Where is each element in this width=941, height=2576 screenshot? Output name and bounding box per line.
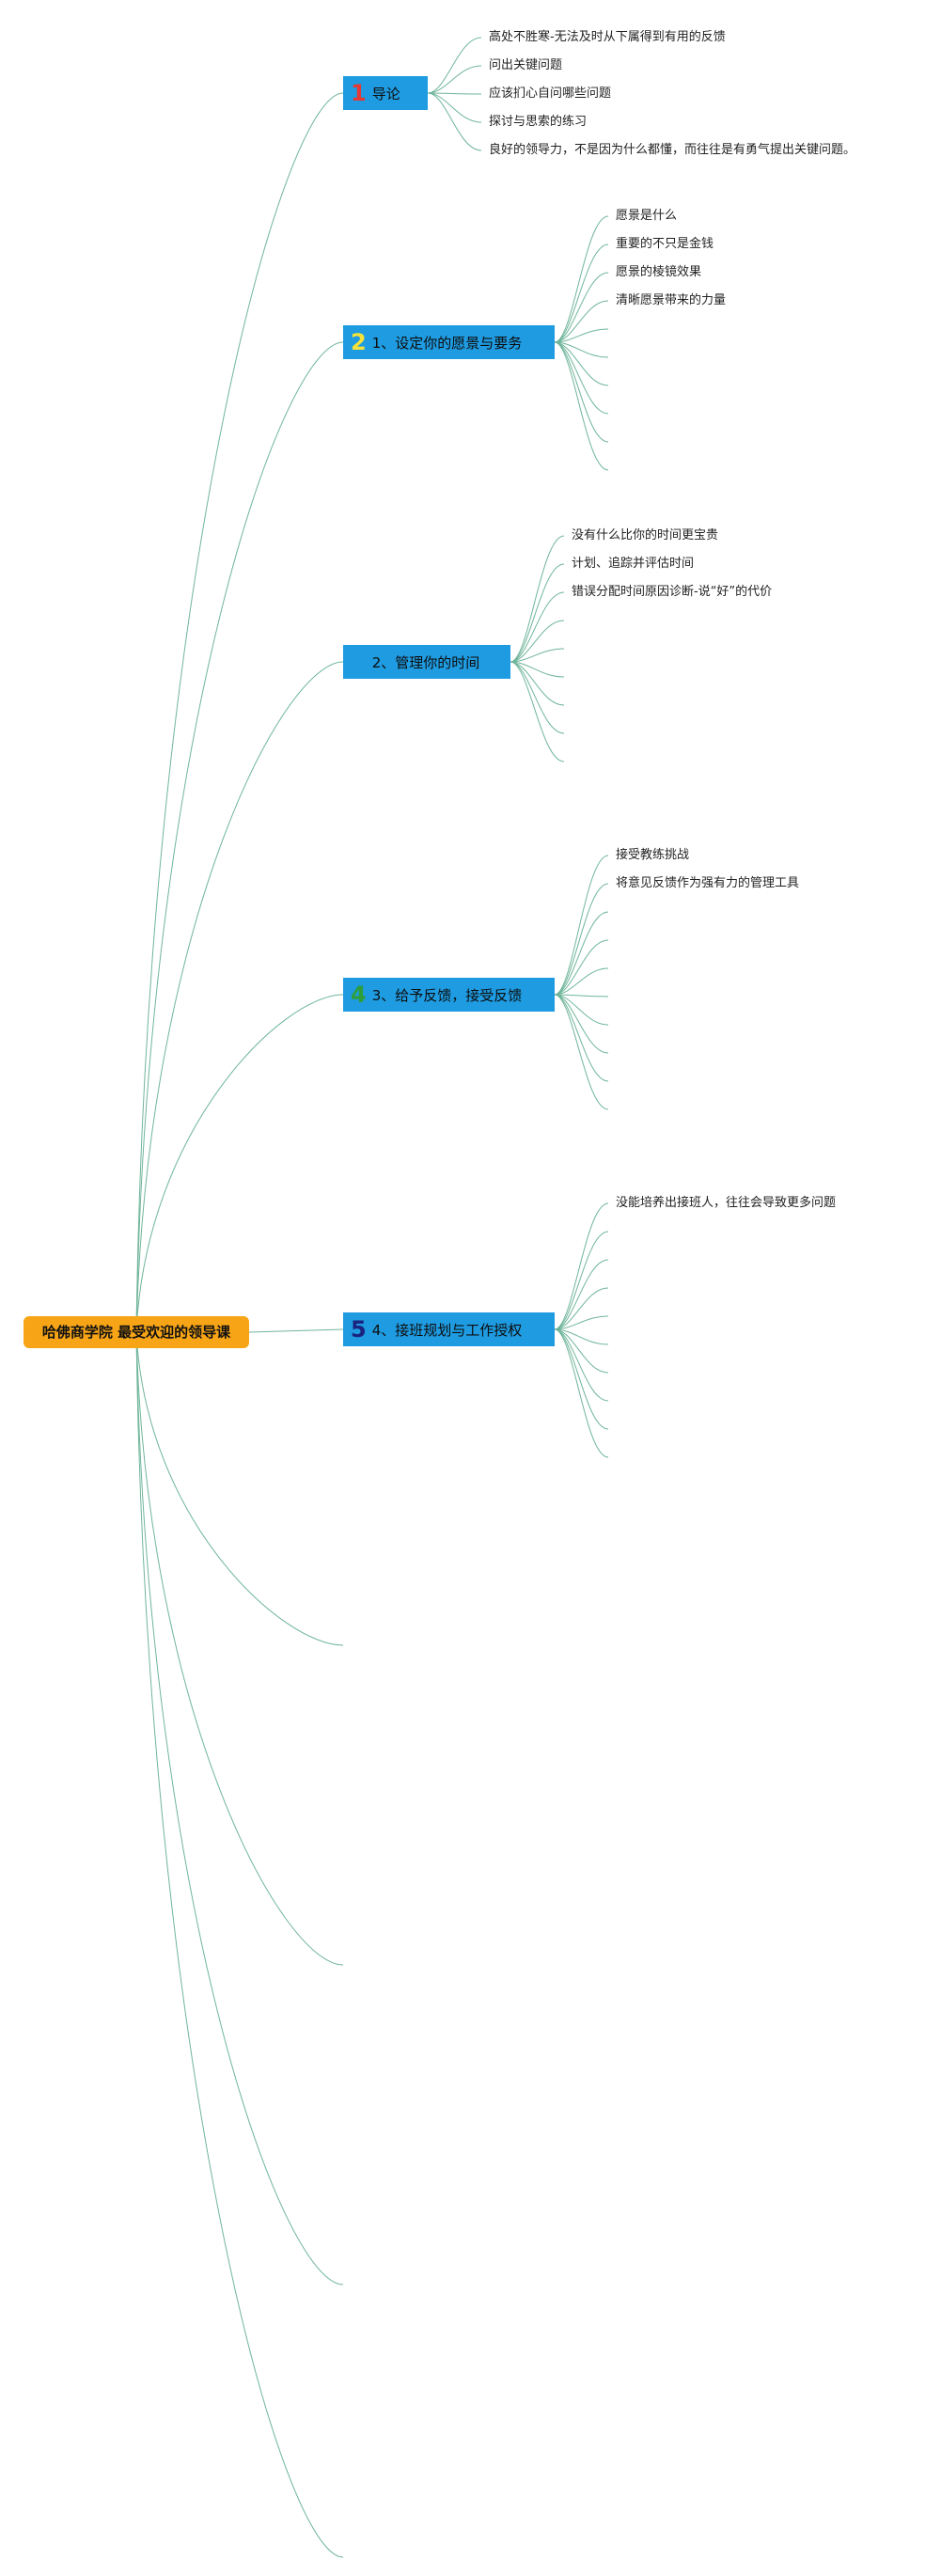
topic-label: 2、管理你的时间 [371, 654, 480, 671]
connector-line [554, 911, 609, 996]
connector-line [135, 341, 344, 1333]
subtopic-item[interactable]: 重要的不只是金钱 [616, 237, 714, 251]
connector-line [554, 1328, 609, 1430]
topic-label: 导论 [371, 86, 400, 102]
topic-number-icon: 5 [351, 1316, 367, 1343]
connector-line [135, 1331, 344, 2558]
connector-line [510, 661, 565, 678]
connector-line [427, 37, 482, 94]
connector-line [554, 341, 609, 443]
connector-line [427, 92, 482, 95]
connector-line [554, 341, 609, 471]
subtopic-item[interactable]: 将意见反馈作为强有力的管理工具 [616, 876, 800, 890]
connector-line [554, 939, 609, 996]
subtopic-item[interactable]: 愿景的棱镜效果 [616, 265, 702, 279]
connector-line [554, 341, 609, 358]
connector-line [427, 92, 482, 123]
subtopic-item[interactable]: 问出关键问题 [489, 58, 563, 72]
connector-line [135, 1331, 344, 1646]
connector-line [554, 215, 609, 343]
topic-number-icon: 3 [351, 649, 367, 675]
subtopic-item[interactable]: 没能培养出接班人，往往会导致更多问题 [616, 1196, 837, 1210]
connector-line [554, 328, 609, 343]
connector-line [554, 243, 609, 343]
connector-line [554, 300, 609, 343]
subtopic-item[interactable]: 愿景是什么 [616, 209, 678, 223]
subtopic-item[interactable]: 计划、追踪并评估时间 [572, 557, 695, 571]
topic-number-icon: 1 [351, 80, 367, 106]
connector-line [510, 591, 565, 663]
connector-line [554, 341, 609, 415]
subtopic-item[interactable]: 良好的领导力，不是因为什么都懂，而往往是有勇气提出关键问题。 [489, 143, 856, 157]
connector-line [427, 65, 482, 94]
subtopic-item[interactable]: 高处不胜寒-无法及时从下属得到有用的反馈 [489, 30, 726, 44]
connector-line [554, 1315, 609, 1330]
connector-line [135, 661, 344, 1333]
connector-line [510, 661, 565, 734]
subtopic-item[interactable]: 接受教练挑战 [616, 848, 690, 862]
connector-line [554, 272, 609, 343]
connector-line [248, 1328, 344, 1333]
connector-line [554, 994, 609, 1082]
connector-line [510, 620, 565, 663]
connector-line [554, 1231, 609, 1330]
connector-line [554, 1328, 609, 1345]
connector-line [554, 1259, 609, 1330]
connector-line [427, 92, 482, 151]
connector-line [510, 563, 565, 663]
connector-line [510, 661, 565, 706]
topic-number-icon: 2 [351, 329, 367, 355]
connector-line [135, 994, 344, 1333]
connector-line [554, 1202, 609, 1330]
topic-number-icon: 4 [351, 982, 367, 1008]
connector-line [554, 1328, 609, 1402]
connector-line [510, 648, 565, 663]
connector-line [554, 994, 609, 1026]
connector-line [554, 994, 609, 997]
subtopic-item[interactable]: 应该扪心自问哪些问题 [489, 86, 612, 101]
connector-line [554, 967, 609, 996]
subtopic-item[interactable]: 探讨与思索的练习 [489, 115, 588, 129]
root-topic[interactable]: 哈佛商学院 最受欢迎的领导课 [24, 1316, 249, 1348]
topic-label: 3、给予反馈，接受反馈 [371, 987, 523, 1004]
connector-line [510, 535, 565, 663]
subtopic-item[interactable]: 没有什么比你的时间更宝贵 [572, 528, 719, 542]
subtopic-item[interactable]: 错误分配时间原因诊断-说“好”的代价 [572, 585, 773, 599]
connector-line [135, 92, 344, 1333]
topic-label: 1、设定你的愿景与要务 [371, 335, 523, 352]
subtopic-item[interactable]: 清晰愿景带来的力量 [616, 293, 727, 307]
connector-line [554, 1287, 609, 1330]
connector-line [554, 1328, 609, 1458]
connector-line [554, 855, 609, 996]
connector-line [554, 341, 609, 386]
connector-line [135, 1331, 344, 2285]
connector-line [554, 994, 609, 1110]
connector-line [554, 1328, 609, 1374]
connector-line [135, 1331, 344, 1966]
connector-line [510, 661, 565, 762]
connector-line [554, 883, 609, 996]
topic-label: 4、接班规划与工作授权 [371, 1322, 523, 1339]
connector-line [554, 994, 609, 1054]
